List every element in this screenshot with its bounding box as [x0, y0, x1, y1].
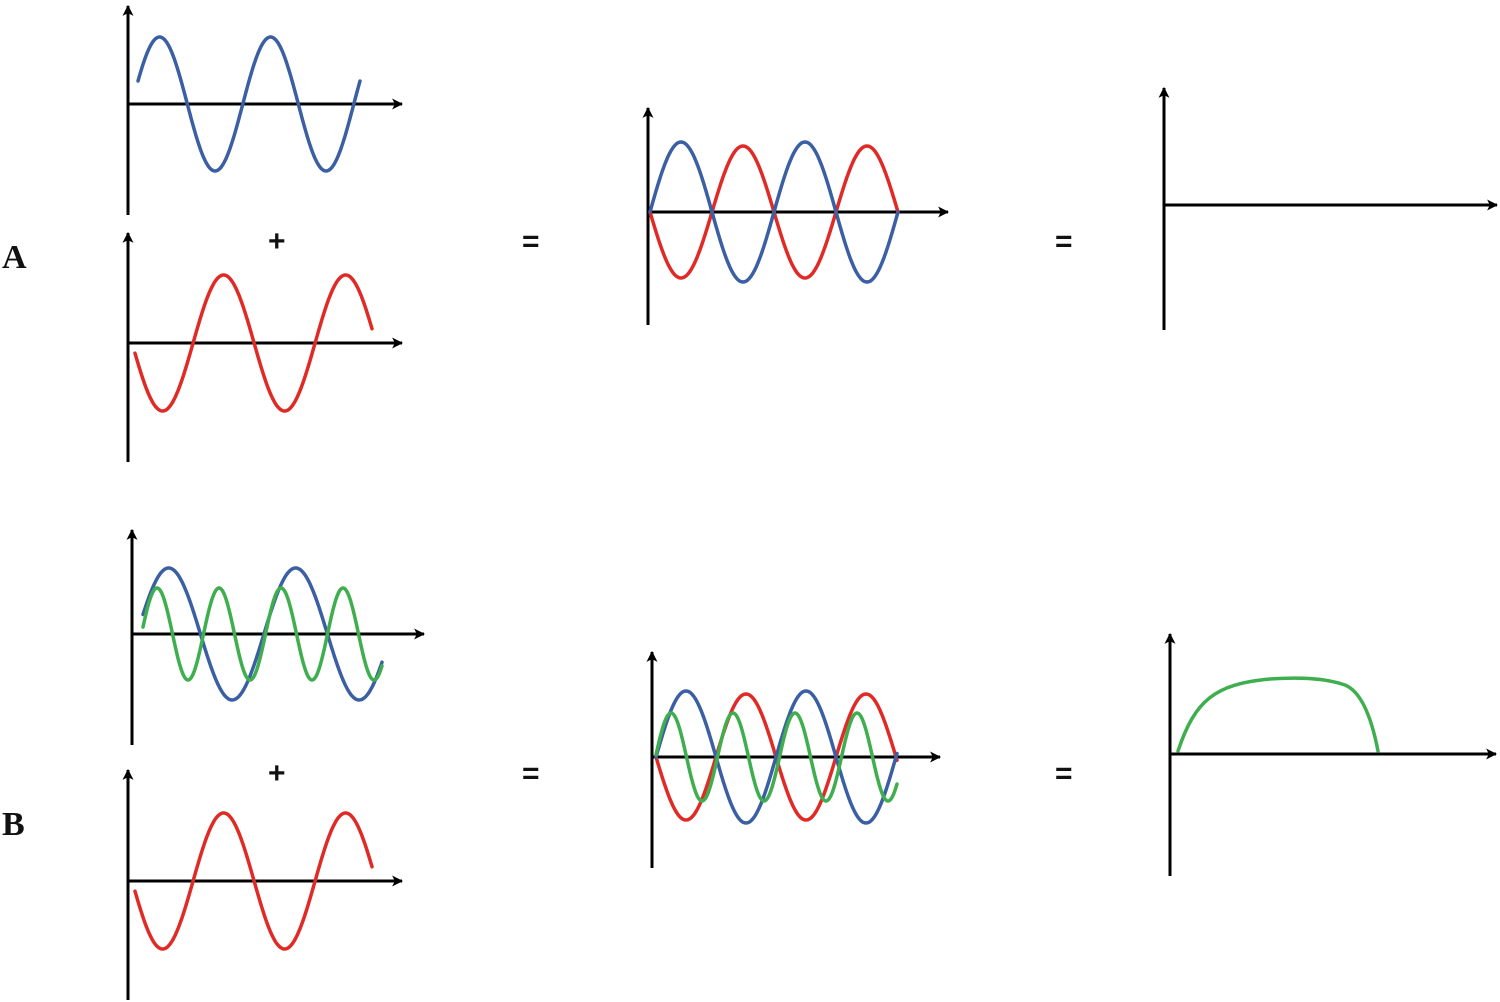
panel-a-result [1158, 86, 1499, 330]
green-wave [141, 586, 384, 682]
green-result-curve [1176, 676, 1380, 753]
panel-b-sum [646, 650, 942, 868]
panel-a-top [122, 4, 404, 215]
plus-sign-a: + [268, 225, 286, 258]
red-wave [133, 273, 374, 413]
blue-wave [648, 140, 900, 284]
panel-b-result [1164, 632, 1498, 876]
equals-sign-b-2: = [1055, 757, 1073, 790]
panel-b-top [126, 528, 426, 745]
equals-sign-b-1: = [522, 757, 540, 790]
red-wave [133, 811, 374, 951]
panel-b-bottom [122, 768, 404, 1000]
blue-wave [654, 689, 899, 825]
panel-a-bottom [122, 231, 404, 462]
equals-sign-a-1: = [522, 225, 540, 258]
row-label-a: A [2, 239, 27, 276]
row-label-b: B [2, 806, 25, 843]
blue-wave [136, 35, 362, 173]
green-wave [654, 711, 899, 803]
equals-sign-a-2: = [1055, 225, 1073, 258]
blue-wave [141, 566, 384, 702]
panel-a-sum [642, 106, 950, 325]
plus-sign-b: + [268, 757, 286, 790]
